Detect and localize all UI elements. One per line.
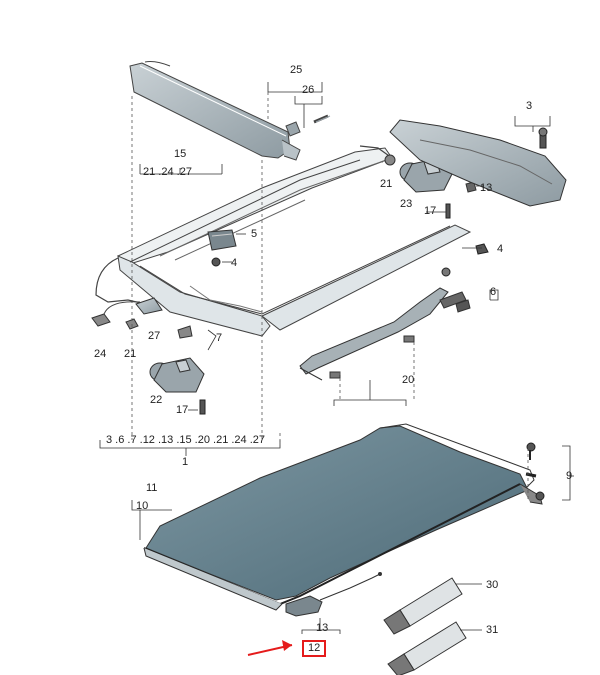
callout-4-right: 4 [497, 243, 504, 255]
dashed-guide-lines [131, 92, 529, 500]
tube-part-30 [383, 577, 463, 635]
callout-30: 30 [486, 579, 499, 591]
callout-11: 11 [146, 482, 158, 494]
red-arrow-icon [247, 640, 293, 656]
callout-23: 23 [400, 198, 413, 210]
callout-13-bottom: 13 [316, 622, 329, 634]
callout-22: 22 [150, 394, 163, 406]
roof-frame-part [95, 145, 472, 337]
motor-part-22 [149, 325, 206, 415]
guide-rail-part-20 [299, 267, 471, 381]
callout-10: 10 [136, 500, 149, 512]
clamp-part-5 [207, 229, 237, 267]
callout-group-1: 3 .6 .7 .12 .13 .15 .20 .21 .24 .27 [106, 434, 266, 446]
callout-13-top: 13 [480, 182, 493, 194]
callout-26: 26 [302, 84, 315, 96]
callout-24: 24 [94, 348, 107, 360]
callout-25: 25 [290, 64, 303, 76]
callout-15: 15 [174, 148, 187, 160]
callout-1: 1 [182, 456, 189, 468]
bracket-part-12 [285, 572, 382, 617]
callout-3: 3 [526, 100, 533, 112]
callout-7: 7 [216, 332, 223, 344]
callout-12-highlighted: 12 [302, 640, 327, 657]
screws-part-9 [525, 442, 545, 501]
callout-17-top: 17 [424, 205, 437, 217]
callout-6: 6 [490, 286, 497, 298]
callout-27: 27 [148, 330, 161, 342]
leader-lines [99, 82, 574, 634]
connector-parts-left [91, 297, 163, 330]
rail-part-3 [389, 119, 567, 255]
callout-17-bottom: 17 [176, 404, 189, 416]
clip-part-26 [285, 114, 331, 137]
callout-5: 5 [251, 228, 258, 240]
tube-part-31 [387, 621, 467, 675]
glass-roof-panel [143, 423, 543, 611]
callout-21-top: 21 [380, 178, 393, 190]
callout-group-15: 21 .24 .27 [143, 166, 192, 178]
callout-21-left: 21 [124, 348, 137, 360]
callout-4-left: 4 [231, 257, 238, 269]
callout-31: 31 [486, 624, 499, 636]
wind-deflector-part [129, 61, 301, 161]
callout-20: 20 [402, 374, 415, 386]
callout-9: 9 [566, 470, 573, 482]
